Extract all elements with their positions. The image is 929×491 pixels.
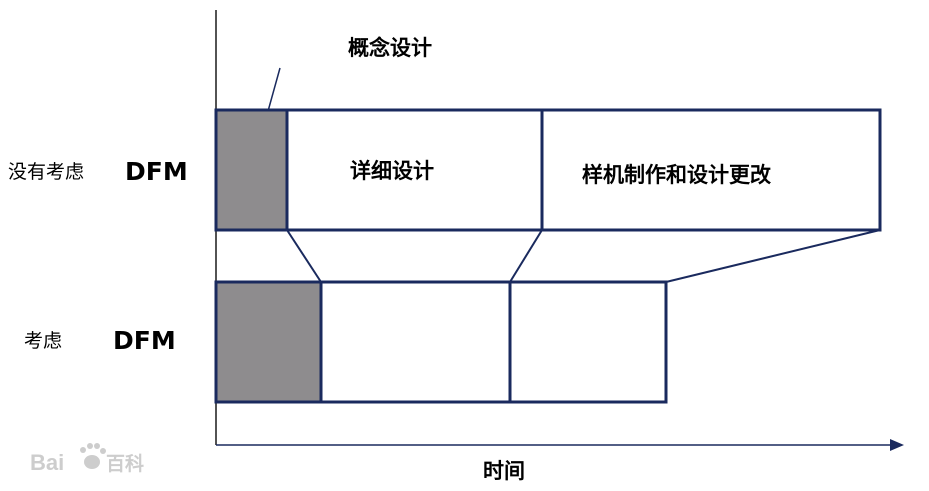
row-without-dfm: DFM bbox=[125, 157, 188, 186]
connector-3 bbox=[665, 229, 881, 283]
baidu-watermark: Bai 百科 bbox=[30, 443, 144, 475]
prototype-and-changes-label: 样机制作和设计更改 bbox=[582, 163, 772, 187]
prototype-block-top bbox=[542, 110, 880, 230]
time-axis-label: 时间 bbox=[483, 459, 525, 483]
top-row-frame bbox=[214, 108, 882, 232]
time-axis-arrowhead bbox=[890, 439, 904, 451]
concept-design-label: 概念设计 bbox=[348, 36, 432, 60]
watermark-latin: Bai bbox=[30, 450, 64, 475]
row-with-prefix: 考虑 bbox=[24, 330, 62, 352]
concept-block-top bbox=[216, 110, 287, 230]
detailed-design-label: 详细设计 bbox=[350, 159, 434, 183]
detailed-block-top bbox=[287, 110, 542, 230]
detailed-block-bottom bbox=[321, 282, 510, 402]
connector-2 bbox=[509, 229, 543, 283]
row-with-dfm bbox=[214, 280, 668, 404]
watermark-cn: 百科 bbox=[106, 452, 144, 475]
prototype-block-bottom bbox=[510, 282, 666, 402]
concept-block-bottom bbox=[216, 282, 321, 402]
connector-1 bbox=[286, 229, 322, 283]
row-without-prefix: 没有考虑 bbox=[8, 161, 84, 183]
row-with-dfm: DFM bbox=[113, 326, 176, 355]
row-without-dfm bbox=[214, 108, 882, 232]
paw-icon bbox=[80, 443, 106, 469]
connector-lines bbox=[286, 229, 881, 283]
bottom-row-frame bbox=[214, 280, 668, 404]
